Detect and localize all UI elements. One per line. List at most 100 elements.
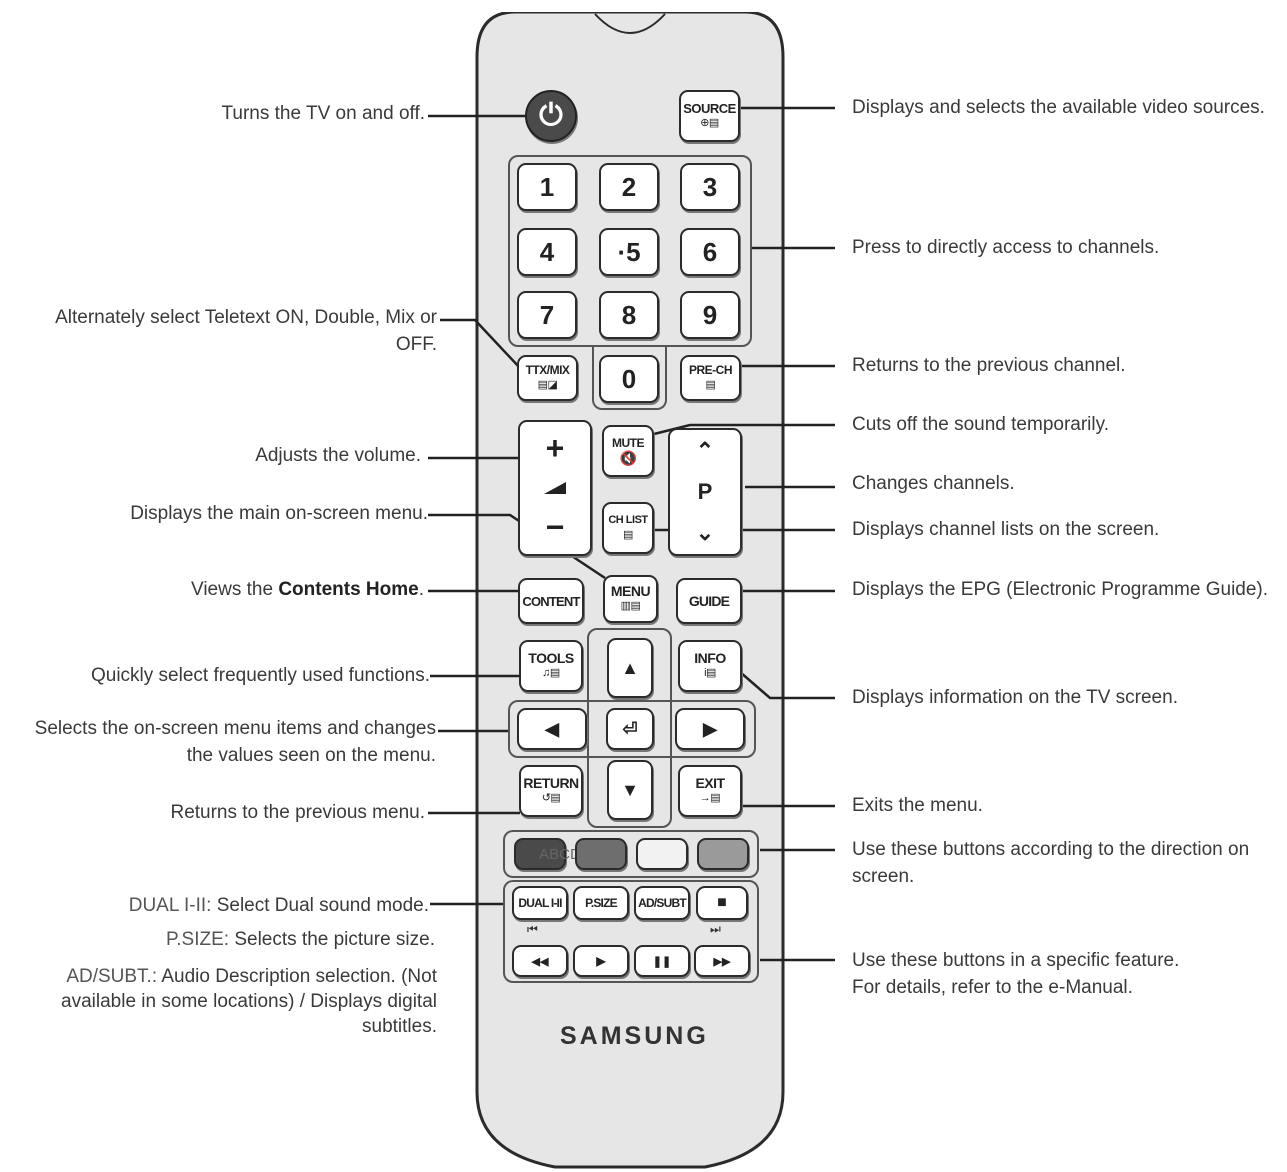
power-button[interactable]: ⏻ xyxy=(525,90,577,142)
rewind-icon: ◀◀ xyxy=(531,955,549,968)
volume-level-icon xyxy=(544,481,566,494)
tools-button[interactable]: TOOLS ♫▤ xyxy=(519,640,583,692)
play-button[interactable]: ▶ xyxy=(573,945,629,977)
digit-label: 4 xyxy=(539,236,555,267)
mute-button[interactable]: MUTE 🔇 xyxy=(602,425,654,477)
callout-change-ch: Changes channels. xyxy=(852,473,1015,494)
source-button[interactable]: SOURCE ⊕▤ xyxy=(679,90,740,142)
stop-button[interactable]: ■ xyxy=(696,886,748,920)
return-label: RETURN xyxy=(523,775,579,791)
color-button-a[interactable]: ABCD xyxy=(514,838,581,870)
digit-label: 7 xyxy=(539,299,555,330)
p-size-button[interactable]: P.SIZE xyxy=(573,886,629,920)
content-button[interactable]: CONTENT xyxy=(518,578,584,624)
digit-2-button[interactable]: 2 xyxy=(599,163,659,211)
callout-feature: Use these buttons in a specific feature.… xyxy=(852,950,1180,998)
arrow-left-icon: ◀ xyxy=(545,718,559,739)
ad-subt-button[interactable]: AD/SUBT xyxy=(634,886,690,920)
color-button-c[interactable] xyxy=(636,838,688,870)
digit-8-button[interactable]: 8 xyxy=(599,291,659,339)
digit-7-button[interactable]: 7 xyxy=(517,291,577,339)
volume-rocker[interactable]: + − xyxy=(518,420,592,556)
digit-0-button[interactable]: 0 xyxy=(599,355,659,403)
volume-up-icon: + xyxy=(545,429,565,466)
channel-down-icon: ⌄ xyxy=(695,520,715,546)
dual-button[interactable]: DUAL I-II xyxy=(512,886,568,920)
channel-rocker[interactable]: ⌃ P ⌄ xyxy=(668,428,742,556)
return-icon: ↺▤ xyxy=(541,792,561,804)
tools-icon: ♫▤ xyxy=(542,667,560,679)
dual-label: DUAL I-II xyxy=(518,896,562,910)
guide-label: GUIDE xyxy=(688,593,730,609)
arrow-up-icon: ▲ xyxy=(621,657,639,678)
arrow-right-icon: ▶ xyxy=(703,718,717,739)
up-button[interactable]: ▲ xyxy=(607,638,653,698)
digit-4-button[interactable]: 4 xyxy=(517,228,577,276)
content-label: CONTENT xyxy=(522,593,580,609)
callout-psize: P.SIZE: Selects the picture size. xyxy=(166,929,435,950)
media-buttons-group xyxy=(503,880,759,983)
digit-label: 8 xyxy=(621,299,637,330)
down-button[interactable]: ▼ xyxy=(607,760,653,820)
pre-ch-button[interactable]: PRE-CH ▤ xyxy=(680,355,741,401)
arrow-down-icon: ▼ xyxy=(621,779,639,800)
digit-1-button[interactable]: 1 xyxy=(517,163,577,211)
guide-button[interactable]: GUIDE xyxy=(676,578,742,624)
callout-ch-list: Displays channel lists on the screen. xyxy=(852,519,1160,540)
digit-6-button[interactable]: 6 xyxy=(680,228,740,276)
color-button-d[interactable] xyxy=(697,838,749,870)
pause-button[interactable]: ❚❚ xyxy=(634,945,690,977)
forward-button[interactable]: ▶▶ xyxy=(694,945,750,977)
digit-5-button[interactable]: ·5 xyxy=(599,228,659,276)
callout-color: Use these buttons according to the direc… xyxy=(852,839,1250,887)
callout-contents: Views the Contents Home. xyxy=(191,579,424,600)
callout-dual: DUAL I-II: Select Dual sound mode. xyxy=(128,895,429,916)
return-button[interactable]: RETURN ↺▤ xyxy=(519,765,583,817)
digit-label: 0 xyxy=(621,363,637,394)
ttx-mix-button[interactable]: TTX/MIX ▤◪ xyxy=(517,355,578,401)
pause-icon: ❚❚ xyxy=(652,955,672,968)
stop-icon: ■ xyxy=(717,894,727,911)
nav-vertical-group xyxy=(587,628,672,828)
enter-icon: ⏎ xyxy=(622,718,638,739)
menu-label: MENU xyxy=(610,583,651,599)
digit-label: 6 xyxy=(702,236,718,267)
digit-label: ·5 xyxy=(617,236,641,267)
callout-info: Displays information on the TV screen. xyxy=(852,687,1178,708)
left-button[interactable]: ◀ xyxy=(517,708,587,750)
color-button-label: ABCD xyxy=(539,845,581,863)
exit-label: EXIT xyxy=(695,775,725,791)
info-icon: i▤ xyxy=(704,667,716,679)
speaker-muted-icon: 🔇 xyxy=(619,450,637,466)
menu-icon: ▥▤ xyxy=(620,600,641,612)
number-pad-group xyxy=(508,155,752,347)
digit-9-button[interactable]: 9 xyxy=(680,291,740,339)
exit-icon: →▤ xyxy=(699,792,721,804)
teletext-icon: ▤ xyxy=(705,379,716,391)
p-size-label: P.SIZE xyxy=(585,896,617,910)
callout-guide: Displays the EPG (Electronic Programme G… xyxy=(852,579,1269,600)
list-icon: ▤ xyxy=(623,529,633,541)
enter-button[interactable]: ⏎ xyxy=(606,708,654,750)
callout-adsubt: AD/SUBT.: Audio Description selection. (… xyxy=(61,966,437,1037)
callout-power: Turns the TV on and off. xyxy=(221,103,426,124)
info-button[interactable]: INFO i▤ xyxy=(678,640,742,692)
callout-source: Displays and selects the available video… xyxy=(852,97,1265,118)
digit-label: 2 xyxy=(621,171,637,202)
digit-3-button[interactable]: 3 xyxy=(680,163,740,211)
info-label: INFO xyxy=(694,650,726,666)
callout-menu: Displays the main on-screen menu. xyxy=(130,503,428,524)
previous-track-icon: ⏮ xyxy=(527,922,538,936)
brand-logo: SAMSUNG xyxy=(560,1022,709,1050)
pre-ch-label: PRE-CH xyxy=(688,363,733,377)
menu-button[interactable]: MENU ▥▤ xyxy=(603,575,658,623)
teletext-icon: ▤◪ xyxy=(537,379,558,391)
ch-list-button[interactable]: CH LIST ▤ xyxy=(602,502,654,554)
right-button[interactable]: ▶ xyxy=(675,708,745,750)
tools-label: TOOLS xyxy=(528,650,574,666)
color-button-b[interactable] xyxy=(575,838,627,870)
digit-label: 9 xyxy=(702,299,718,330)
exit-button[interactable]: EXIT →▤ xyxy=(678,765,742,817)
mute-label: MUTE xyxy=(612,436,645,450)
rewind-button[interactable]: ◀◀ xyxy=(512,945,568,977)
